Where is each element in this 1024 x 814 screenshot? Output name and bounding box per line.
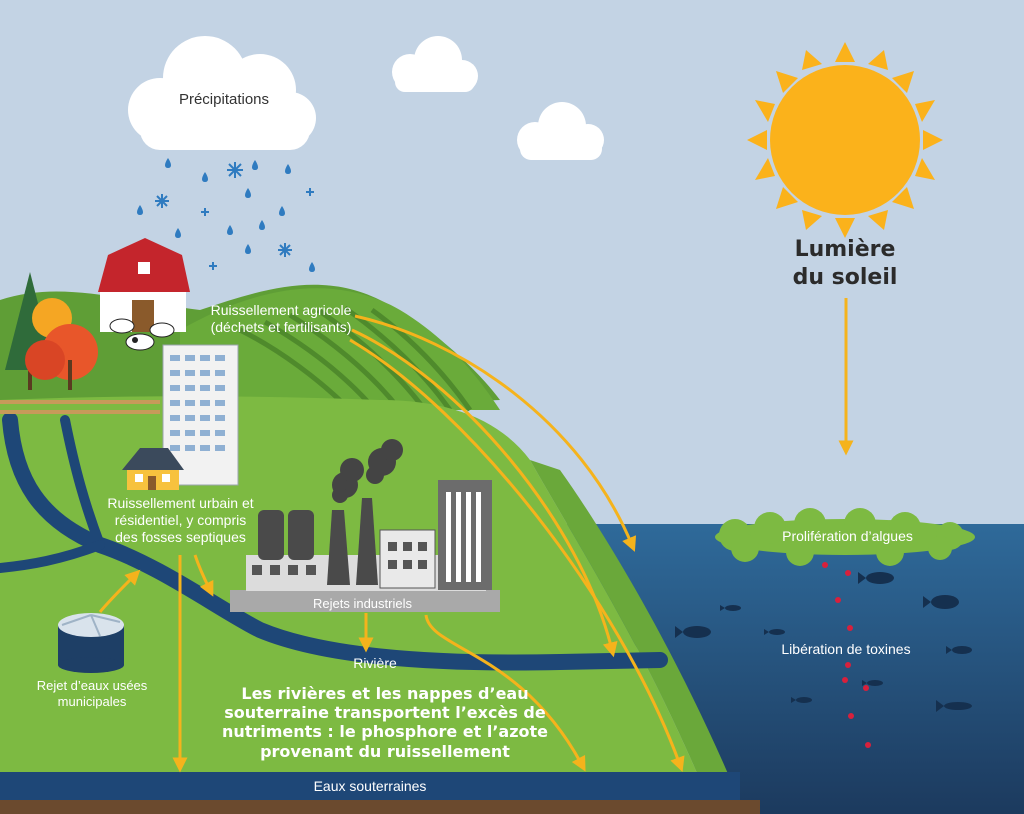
raindrops [137,158,315,272]
house [122,448,184,490]
label-agricultural-runoff: Ruissellement agricole (déchets et ferti… [192,302,370,336]
label-nutrients-caption: Les rivières et les nappes d’eau souterr… [205,684,565,761]
label-agri-line1: Ruissellement agricole [210,302,352,318]
cloud-small-1 [392,36,478,92]
label-wastewater: Rejet d’eaux usées municipales [22,678,162,709]
fish [675,572,972,712]
barn [98,238,190,332]
cloud-small-2 [517,102,604,160]
river [0,412,668,671]
caption-line2: souterraine transportent l’excès de [224,703,546,723]
caption-line4: provenant du ruissellement [260,741,510,761]
caption-line3: nutriments : le phosphore et l’azote [221,722,549,742]
wastewater-tank [58,613,124,673]
label-urban-runoff: Ruissellement urbain et résidentiel, y c… [98,495,263,545]
sea [560,524,1024,814]
shore [530,460,735,790]
fence [0,400,160,414]
label-toxins: Libération de toxines [781,641,911,657]
runoff-arrows [98,314,685,773]
sun [747,42,943,238]
label-sunlight-line1: Lumière [794,237,896,262]
label-wastewater-line1: Rejet d’eaux usées [36,678,148,693]
algae-bloom [715,508,975,566]
label-river: Rivière [353,655,397,671]
toxin-dots [822,562,871,748]
caption-line1: Les rivières et les nappes d’eau [241,684,529,703]
cows [109,318,175,351]
label-urban-line3: des fosses septiques [115,528,246,545]
label-groundwater: Eaux souterraines [313,778,427,794]
label-urban-line1: Ruissellement urbain et [107,495,254,511]
cloud-precipitation [128,36,316,150]
soil-band [0,800,760,814]
label-industrial: Rejets industriels [313,596,412,611]
trees [5,272,98,390]
crop-field [238,305,473,412]
groundwater-band [0,772,740,800]
label-agri-line2: (déchets et fertilisants) [210,318,352,335]
snowflakes [155,162,314,270]
label-urban-line2: résidentiel, y compris [114,511,247,528]
label-algae-bloom: Prolifération d’algues [782,528,913,544]
label-wastewater-line2: municipales [57,693,127,709]
label-precipitation: Précipitations [178,91,270,108]
factory [230,439,500,612]
label-sunlight-line2: du soleil [792,264,898,290]
label-sunlight: Lumière du soleil [760,236,930,291]
